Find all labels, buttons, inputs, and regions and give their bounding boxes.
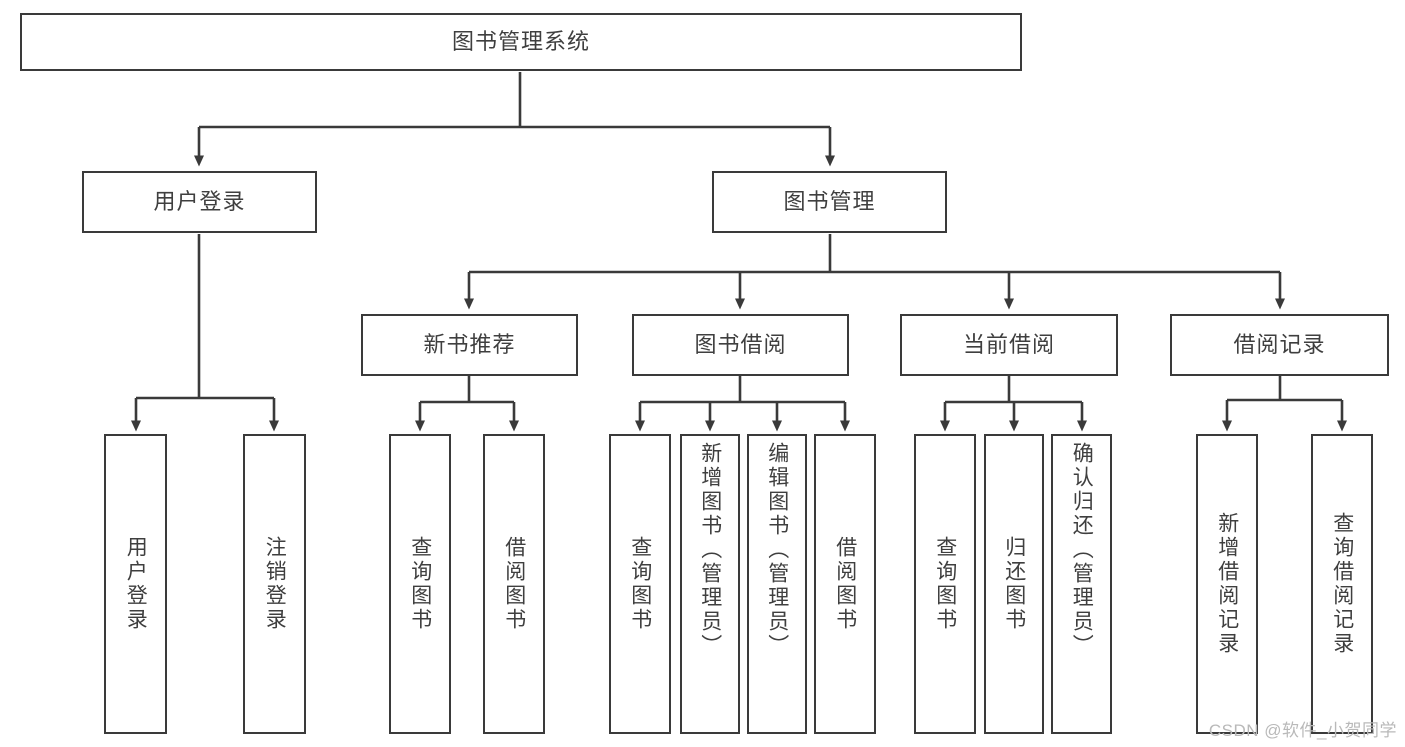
node-leaf-add-record-label: 新增借阅记录: [1215, 512, 1239, 656]
node-book-management[interactable]: 图书管理: [712, 171, 947, 233]
node-leaf-query-record-label: 查询借阅记录: [1330, 512, 1354, 656]
node-borrow-record[interactable]: 借阅记录: [1170, 314, 1389, 376]
node-leaf-borrow-book-1[interactable]: 借阅图书: [483, 434, 545, 734]
node-leaf-confirm-return[interactable]: 确认归还（管理员）: [1051, 434, 1112, 734]
node-leaf-user-login-label: 用户登录: [124, 536, 148, 632]
node-leaf-borrow-book-1-label: 借阅图书: [502, 536, 526, 632]
node-leaf-query-book-2-label: 查询图书: [628, 536, 652, 632]
node-leaf-query-book-2[interactable]: 查询图书: [609, 434, 671, 734]
node-book-borrow[interactable]: 图书借阅: [632, 314, 849, 376]
node-leaf-add-book[interactable]: 新增图书（管理员）: [680, 434, 740, 734]
node-leaf-return-book[interactable]: 归还图书: [984, 434, 1044, 734]
node-leaf-user-login[interactable]: 用户登录: [104, 434, 167, 734]
node-leaf-confirm-return-label: 确认归还（管理员）: [1070, 442, 1094, 658]
node-current-borrow-label: 当前借阅: [962, 331, 1055, 357]
node-leaf-user-logout-label: 注销登录: [263, 536, 287, 632]
node-leaf-add-record[interactable]: 新增借阅记录: [1196, 434, 1258, 734]
node-leaf-return-book-label: 归还图书: [1002, 536, 1026, 632]
node-leaf-edit-book-label: 编辑图书（管理员）: [765, 442, 789, 658]
node-new-book-recommend-label: 新书推荐: [423, 331, 516, 357]
node-user-login-label: 用户登录: [153, 188, 246, 214]
node-leaf-query-book-3[interactable]: 查询图书: [914, 434, 976, 734]
node-user-login[interactable]: 用户登录: [82, 171, 317, 233]
node-leaf-query-book-3-label: 查询图书: [933, 536, 957, 632]
node-book-borrow-label: 图书借阅: [694, 331, 787, 357]
node-leaf-borrow-book-2[interactable]: 借阅图书: [814, 434, 876, 734]
node-new-book-recommend[interactable]: 新书推荐: [361, 314, 578, 376]
node-leaf-query-book-1-label: 查询图书: [408, 536, 432, 632]
node-leaf-query-record[interactable]: 查询借阅记录: [1311, 434, 1373, 734]
node-leaf-query-book-1[interactable]: 查询图书: [389, 434, 451, 734]
node-leaf-borrow-book-2-label: 借阅图书: [833, 536, 857, 632]
node-leaf-user-logout[interactable]: 注销登录: [243, 434, 306, 734]
node-book-management-label: 图书管理: [783, 188, 876, 214]
node-root-label: 图书管理系统: [451, 28, 590, 54]
watermark-text: CSDN @软件_小贺同学: [1208, 721, 1397, 740]
node-borrow-record-label: 借阅记录: [1233, 331, 1326, 357]
node-current-borrow[interactable]: 当前借阅: [900, 314, 1118, 376]
node-leaf-add-book-label: 新增图书（管理员）: [698, 442, 722, 658]
node-leaf-edit-book[interactable]: 编辑图书（管理员）: [747, 434, 807, 734]
node-root[interactable]: 图书管理系统: [20, 13, 1022, 71]
